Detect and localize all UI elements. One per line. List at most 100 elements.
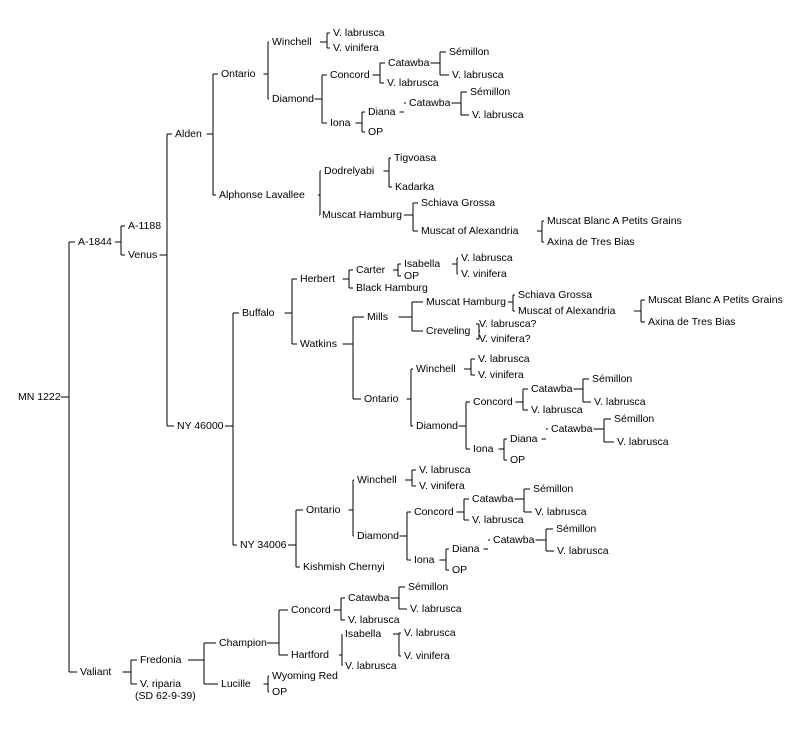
node-catawba: Catawba [472, 493, 514, 505]
node-muscat-of-alexandria: Muscat of Alexandria [421, 225, 519, 237]
node-v-labrusca: V. labrusca [452, 69, 504, 81]
node-v-riparia: V. riparia [140, 678, 181, 690]
node-kadarka: Kadarka [395, 181, 434, 193]
node-op: OP [404, 270, 419, 282]
node-s-millon: Sémillon [408, 581, 448, 593]
node-alphonse-lavallee: Alphonse Lavallee [219, 189, 305, 201]
node-op: OP [452, 564, 467, 576]
node-v-labrusca: V. labrusca [387, 77, 439, 89]
node-lucille: Lucille [221, 678, 251, 690]
node-ontario: Ontario [306, 504, 341, 516]
node-catawba: Catawba [388, 57, 430, 69]
node-fredonia: Fredonia [140, 654, 182, 666]
node-iona: Iona [330, 117, 351, 129]
node-concord: Concord [330, 69, 370, 81]
node-v-vinifera: V. vinifera? [479, 333, 531, 345]
node-catawba: Catawba [551, 423, 593, 435]
node-s-millon: Sémillon [449, 46, 489, 58]
node-muscat-blanc-a-petits-grains: Muscat Blanc A Petits Grains [547, 215, 682, 227]
node-creveling: Creveling [426, 325, 471, 337]
node-catawba: Catawba [493, 534, 535, 546]
node-v-labrusca: V. labrusca [594, 396, 646, 408]
node-valiant: Valiant [80, 666, 111, 678]
node-muscat-of-alexandria: Muscat of Alexandria [518, 305, 616, 317]
node-alden: Alden [175, 128, 202, 140]
node-concord: Concord [414, 506, 454, 518]
node-diana: Diana [368, 106, 396, 118]
node-ny-34006: NY 34006 [240, 539, 287, 551]
node-v-labrusca: V. labrusca [557, 545, 609, 557]
node-diana: Diana [510, 433, 538, 445]
node-ny-46000: NY 46000 [177, 420, 224, 432]
node-v-labrusca: V. labrusca [410, 603, 462, 615]
node-mn-1222: MN 1222 [18, 391, 61, 403]
node-v-labrusca: V. labrusca [404, 627, 456, 639]
node-v-labrusca: V. labrusca [345, 660, 397, 672]
node-v-vinifera: V. vinifera [333, 42, 379, 54]
node-muscat-hamburg: Muscat Hamburg [426, 296, 506, 308]
node-watkins: Watkins [300, 338, 337, 350]
node-dodrelyabi: Dodrelyabi [324, 165, 374, 177]
node-catawba: Catawba [348, 592, 390, 604]
node-op: OP [510, 454, 525, 466]
node-concord: Concord [291, 604, 331, 616]
node-buffalo: Buffalo [242, 307, 275, 319]
node-v-labrusca: V. labrusca [535, 506, 587, 518]
node-op: OP [272, 686, 287, 698]
node-catawba: Catawba [409, 97, 451, 109]
node-isabella: Isabella [345, 628, 381, 640]
node-diamond: Diamond [357, 530, 399, 542]
node-schiava-grossa: Schiava Grossa [518, 289, 592, 301]
node-venus: Venus [128, 249, 157, 261]
node-axina-de-tres-bias: Axina de Tres Bias [648, 316, 736, 328]
node-diamond: Diamond [272, 93, 314, 105]
node-s-millon: Sémillon [614, 413, 654, 425]
node-v-labrusca: V. labrusca [478, 353, 530, 365]
node-concord: Concord [473, 396, 513, 408]
node-v-labrusca: V. labrusca [348, 614, 400, 626]
node-v-vinifera: V. vinifera [478, 369, 524, 381]
node-v-labrusca: V. labrusca [472, 109, 524, 121]
node-winchell: Winchell [357, 474, 397, 486]
node-axina-de-tres-bias: Axina de Tres Bias [547, 236, 635, 248]
node-champion: Champion [219, 637, 267, 649]
node-iona: Iona [414, 554, 435, 566]
node-diamond: Diamond [416, 420, 458, 432]
node-diana: Diana [452, 543, 480, 555]
node-v-vinifera: V. vinifera [404, 650, 450, 662]
node-ontario: Ontario [364, 393, 399, 405]
node-iona: Iona [473, 443, 494, 455]
node-muscat-blanc-a-petits-grains: Muscat Blanc A Petits Grains [648, 294, 783, 306]
node-s-millon: Sémillon [533, 483, 573, 495]
node-herbert: Herbert [300, 273, 335, 285]
node-a-1844: A-1844 [78, 236, 112, 248]
node-catawba: Catawba [531, 383, 573, 395]
node-hartford: Hartford [291, 649, 329, 661]
node-muscat-hamburg: Muscat Hamburg [322, 209, 402, 221]
node-v-labrusca: V. labrusca [617, 436, 669, 448]
node-wyoming-red: Wyoming Red [272, 670, 338, 682]
node-sublabel-sd-62-9-39: (SD 62-9-39) [135, 690, 196, 702]
node-v-labrusca: V. labrusca [461, 252, 513, 264]
node-ontario: Ontario [221, 68, 256, 80]
node-winchell: Winchell [416, 363, 456, 375]
node-carter: Carter [356, 264, 386, 276]
node-v-vinifera: V. vinifera [461, 268, 507, 280]
node-v-vinifera: V. vinifera [419, 480, 465, 492]
node-s-millon: Sémillon [556, 523, 596, 535]
node-tigvoasa: Tigvoasa [394, 152, 436, 164]
node-v-labrusca: V. labrusca [472, 514, 524, 526]
node-black-hamburg: Black Hamburg [356, 282, 428, 294]
node-kishmish-chernyi: Kishmish Chernyi [303, 561, 385, 573]
node-v-labrusca: V. labrusca [419, 464, 471, 476]
node-winchell: Winchell [272, 36, 312, 48]
node-isabella: Isabella [404, 258, 440, 270]
node-s-millon: Sémillon [470, 86, 510, 98]
node-v-labrusca: V. labrusca [531, 404, 583, 416]
node-v-labrusca: V. labrusca? [479, 318, 537, 330]
node-s-millon: Sémillon [592, 373, 632, 385]
node-a-1188: A-1188 [128, 220, 161, 232]
node-op: OP [368, 126, 383, 138]
node-schiava-grossa: Schiava Grossa [421, 197, 495, 209]
node-v-labrusca: V. labrusca [333, 27, 385, 39]
